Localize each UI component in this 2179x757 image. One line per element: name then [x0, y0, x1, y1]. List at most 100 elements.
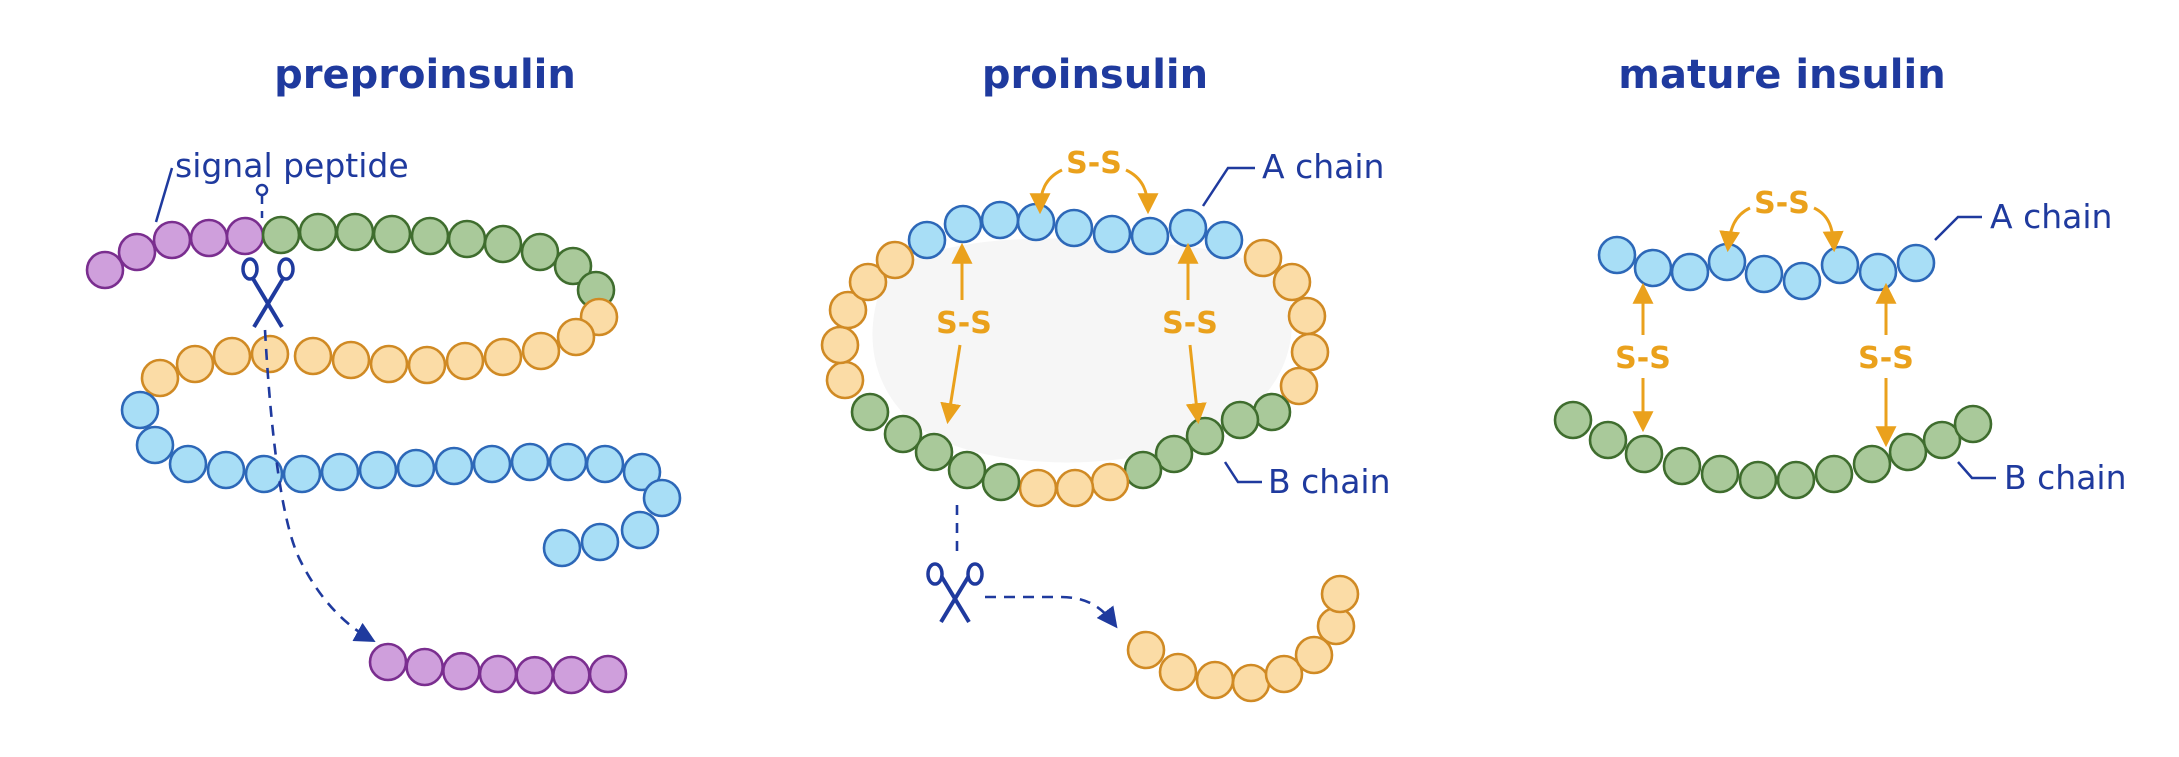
proinsulin-bead — [943, 204, 983, 244]
proinsulin-title: proinsulin — [982, 52, 1208, 98]
preproinsulin-bead — [358, 450, 398, 490]
proinsulin-bead — [820, 325, 860, 365]
preproinsulin-bead — [85, 250, 125, 290]
signal-peptide-bead — [588, 654, 628, 694]
b-chain-bead — [1776, 460, 1816, 500]
b-chain-bead — [1624, 434, 1664, 474]
b-chain-bead — [1814, 454, 1854, 494]
a-chain-bead — [1707, 242, 1747, 282]
preproinsulin-bead — [472, 444, 512, 484]
a-chain-leader — [1201, 166, 1255, 207]
signal-release-arrow — [263, 329, 376, 643]
proinsulin-bead — [848, 262, 888, 302]
b-chain-leader — [1223, 461, 1262, 484]
released-c-peptide — [1126, 574, 1360, 703]
preproinsulin-bead — [320, 452, 360, 492]
b-chain-bead — [1852, 444, 1892, 484]
disulfide-arrow-intra-a-right — [1125, 168, 1159, 215]
proinsulin-chain — [820, 200, 1330, 508]
preproinsulin-bead — [152, 220, 192, 260]
b-chain-label: B chain — [1268, 462, 1391, 501]
proinsulin-bead — [980, 200, 1020, 240]
preproinsulin-bead — [282, 454, 322, 494]
preproinsulin-bead — [521, 331, 561, 371]
preproinsulin-bead — [483, 337, 523, 377]
proinsulin-bead — [1279, 366, 1319, 406]
preproinsulin-bead — [120, 390, 160, 430]
c-peptide-bead — [1231, 663, 1271, 703]
preproinsulin-bead — [445, 341, 485, 381]
preproinsulin-bead — [206, 450, 246, 490]
preproinsulin-bead — [140, 358, 180, 398]
signal-peptide-leader-line — [154, 167, 174, 223]
panel-mature-insulin: mature insulin A chain B chain S-S S-S S… — [1553, 52, 2127, 500]
released-signal-peptide — [368, 642, 628, 695]
c-peptide-bead — [1316, 606, 1356, 646]
c-peptide-release-arrow — [985, 595, 1118, 629]
a-chain-label: A chain — [1262, 147, 1384, 186]
mature-b-chain-label: B chain — [2004, 458, 2127, 497]
a-chain-bead — [1744, 254, 1784, 294]
b-chain-bead — [1953, 404, 1993, 444]
disulfide-arrow-left-down — [940, 344, 962, 425]
signal-peptide-bead — [442, 651, 481, 691]
disulfide-arrow-intra-a-left — [1029, 168, 1063, 215]
panel-proinsulin: proinsulin A chain B chain S-S S-S S-S — [820, 52, 1391, 703]
disulfide-label-left: S-S — [936, 306, 992, 341]
preproinsulin-bead — [483, 224, 523, 264]
proinsulin-bead — [1204, 220, 1244, 260]
a-chain-bead — [1820, 245, 1860, 285]
mature-insulin-chains — [1553, 235, 1993, 500]
preproinsulin-bead — [335, 212, 375, 252]
mature-disulfide-arrow-intra-a-right — [1813, 206, 1844, 253]
proinsulin-bead — [1243, 238, 1283, 278]
preproinsulin-bead — [585, 444, 625, 484]
preproinsulin-bead — [372, 214, 412, 254]
proinsulin-bead — [1272, 262, 1312, 302]
preproinsulin-bead — [244, 454, 284, 494]
proinsulin-bead — [1154, 434, 1194, 474]
cleavage-site-marker — [255, 183, 269, 197]
c-peptide-bead — [1158, 652, 1198, 692]
signal-peptide-bead — [478, 654, 518, 694]
proinsulin-bead — [1287, 296, 1327, 336]
disulfide-label-right: S-S — [1162, 306, 1218, 341]
a-chain-bead — [1633, 248, 1673, 288]
a-chain-bead — [1858, 252, 1898, 292]
mature-disulfide-arrow-intra-a-left — [1719, 206, 1751, 253]
preproinsulin-bead — [447, 219, 487, 259]
preproinsulin-bead — [261, 215, 301, 255]
preproinsulin-bead — [331, 340, 371, 380]
preproinsulin-bead — [580, 522, 620, 562]
preproinsulin-bead — [542, 528, 582, 568]
mature-a-chain-leader — [1934, 215, 1982, 241]
preproinsulin-bead — [189, 218, 229, 258]
c-peptide-bead — [1320, 574, 1360, 614]
proinsulin-bead — [850, 392, 890, 432]
c-peptide-bead — [1195, 660, 1235, 700]
preproinsulin-bead — [620, 510, 660, 550]
b-chain-bead — [1888, 432, 1928, 472]
preproinsulin-bead — [369, 344, 409, 384]
signal-peptide-bead — [405, 647, 444, 687]
b-chain-bead — [1922, 420, 1962, 460]
preproinsulin-bead — [175, 344, 215, 384]
preproinsulin-bead — [168, 444, 208, 484]
proinsulin-bead — [1123, 450, 1163, 490]
signal-peptide-bead — [552, 655, 591, 695]
mature-disulfide-label-left: S-S — [1615, 341, 1671, 376]
preproinsulin-bead — [510, 442, 550, 482]
proinsulin-bead — [1220, 400, 1260, 440]
mature-disulfide-label-right: S-S — [1858, 341, 1914, 376]
preproinsulin-bead — [293, 336, 333, 376]
signal-peptide-bead — [368, 642, 408, 682]
c-peptide-bead — [1126, 630, 1166, 670]
proinsulin-bead — [1168, 208, 1208, 248]
preproinsulin-bead — [642, 478, 682, 518]
proinsulin-bead — [1290, 332, 1330, 372]
a-chain-bead — [1896, 243, 1936, 283]
preproinsulin-bead — [556, 317, 596, 357]
proinsulin-bead — [828, 290, 868, 330]
b-chain-bead — [1700, 454, 1740, 494]
